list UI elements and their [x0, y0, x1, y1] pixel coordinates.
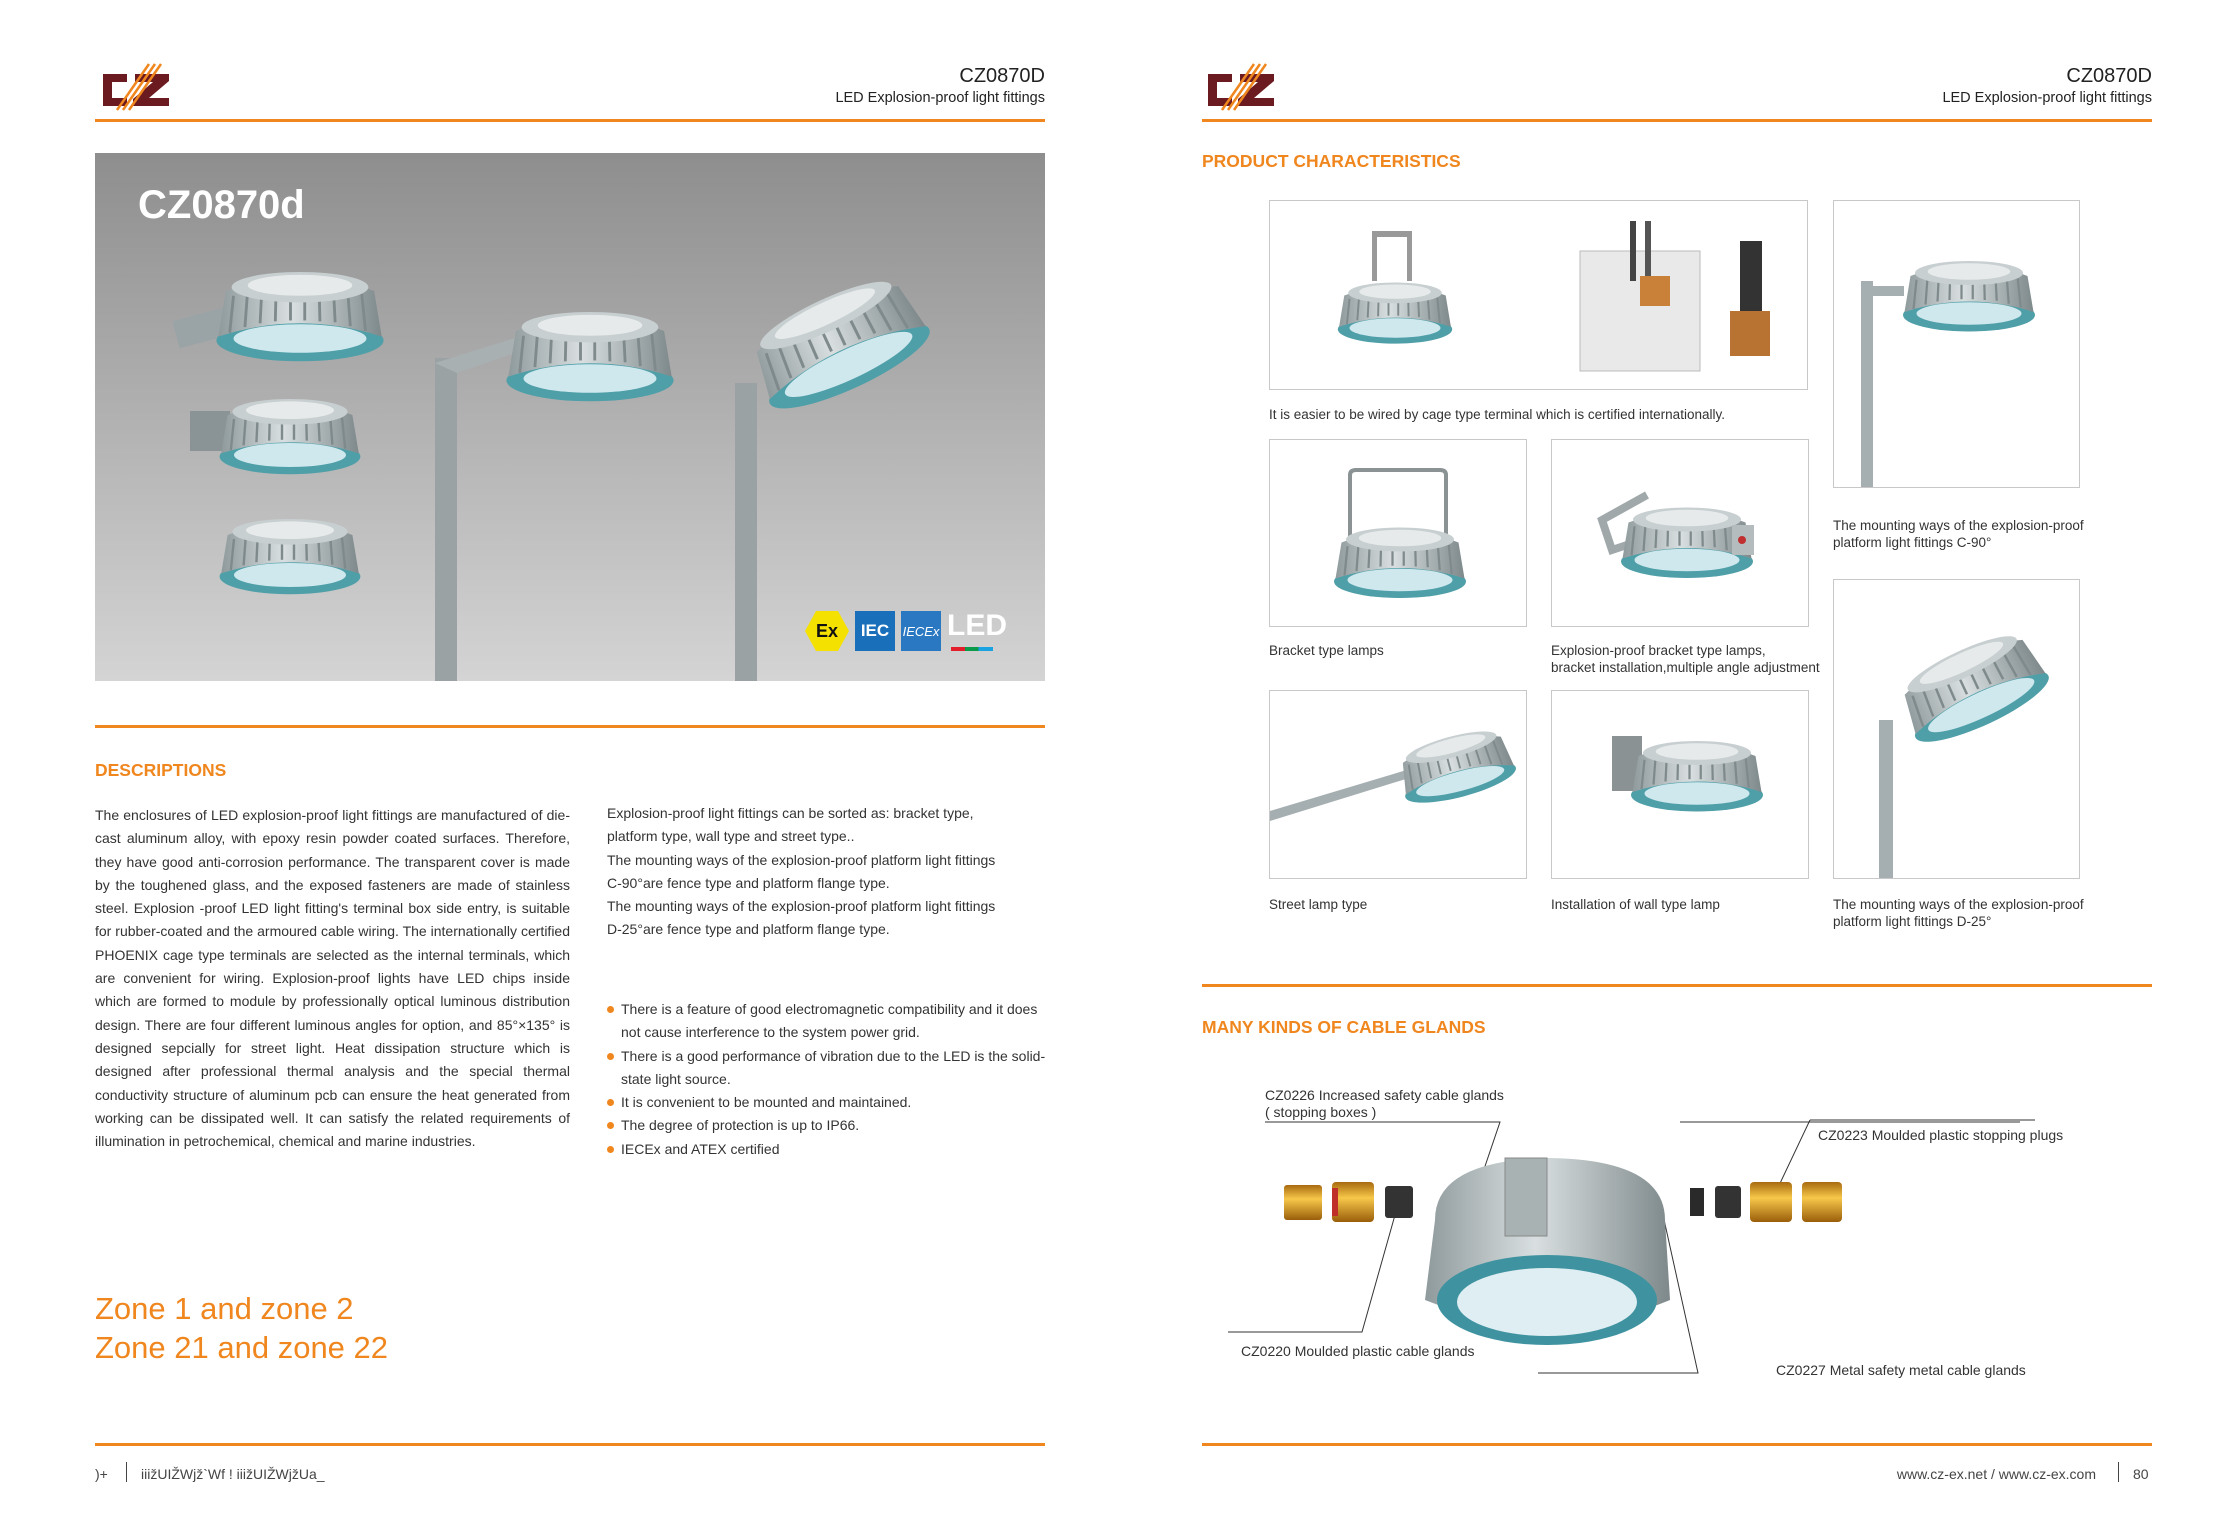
- caption-bracket-adjust: Explosion-proof bracket type lamps, brac…: [1551, 642, 1820, 676]
- list-item: There is a feature of good electromagnet…: [607, 998, 1057, 1045]
- caption-wall: Installation of wall type lamp: [1551, 897, 1720, 912]
- footer-divider: [95, 1443, 1045, 1446]
- d25-mount-image: [1833, 579, 2080, 879]
- footer-separator: [126, 1462, 127, 1482]
- bracket-lamp-image: [1269, 439, 1527, 627]
- list-item: There is a good performance of vibration…: [607, 1045, 1057, 1092]
- iecex-logo: IECEx: [901, 611, 941, 651]
- company-logo: [97, 60, 172, 112]
- label-line: CZ0226 Increased safety cable glands: [1265, 1087, 1504, 1103]
- footer-separator: [2118, 1462, 2119, 1482]
- label-cz0223: CZ0223 Moulded plastic stopping plugs: [1818, 1127, 2064, 1143]
- footer-website: iiižUIŽWjž`Wf ! iiižUIŽWjžUa_: [141, 1466, 325, 1482]
- led-logo: LED: [947, 611, 1007, 651]
- footer-website: www.cz-ex.net / www.cz-ex.com: [1896, 1466, 2096, 1482]
- text-line: platform type, wall type and street type…: [607, 828, 855, 845]
- zone-line: Zone 21 and zone 22: [95, 1330, 389, 1365]
- label-cz0226: CZ0226 Increased safety cable glands ( s…: [1265, 1087, 1504, 1121]
- caption-terminal: It is easier to be wired by cage type te…: [1269, 407, 1725, 422]
- text-line: D-25°are fence type and platform flange …: [607, 921, 890, 938]
- label-cz0220: CZ0220 Moulded plastic cable glands: [1241, 1343, 1475, 1359]
- descriptions-heading: DESCRIPTIONS: [95, 760, 227, 780]
- list-item: IECEx and ATEX certified: [607, 1138, 1057, 1161]
- header-subtitle: LED Explosion-proof light fittings: [1942, 90, 2152, 106]
- text-line: C-90°are fence type and platform flange …: [607, 874, 890, 891]
- hero-title: CZ0870d: [138, 183, 305, 227]
- cable-glands-diagram: [1228, 1119, 2035, 1374]
- caption-line: bracket installation,multiple angle adju…: [1551, 660, 1820, 675]
- label-cz0227: CZ0227 Metal safety metal cable glands: [1776, 1362, 2026, 1378]
- header-model: CZ0870D: [959, 65, 1045, 87]
- zone-text: Zone 1 and zone 2 Zone 21 and zone 22: [95, 1289, 388, 1367]
- features-list: There is a feature of good electromagnet…: [607, 998, 1057, 1161]
- footer-page-number: 80: [2133, 1466, 2149, 1482]
- header-divider: [1202, 119, 2152, 122]
- caption-line: The mounting ways of the explosion-proof: [1833, 518, 2084, 533]
- product-lamps-illustration: [172, 262, 941, 681]
- characteristics-heading: PRODUCT CHARACTERISTICS: [1202, 151, 1461, 171]
- c90-mount-image: [1833, 200, 2080, 488]
- footer-page-number: )+: [95, 1466, 108, 1482]
- caption-bracket: Bracket type lamps: [1269, 643, 1384, 658]
- atex-ex-logo: Ex: [805, 611, 849, 651]
- header-subtitle: LED Explosion-proof light fittings: [835, 90, 1045, 106]
- terminal-image: [1269, 200, 1808, 390]
- list-item: It is convenient to be mounted and maint…: [607, 1091, 1057, 1114]
- company-logo: [1202, 60, 1277, 112]
- cert-logos: Ex IEC IECEx LED: [805, 611, 1007, 651]
- caption-c90: The mounting ways of the explosion-proof…: [1833, 517, 2084, 551]
- label-line: ( stopping boxes ): [1265, 1104, 1377, 1120]
- header-model: CZ0870D: [2066, 65, 2152, 87]
- iec-logo: IEC: [855, 611, 895, 651]
- cable-glands-heading: MANY KINDS OF CABLE GLANDS: [1202, 1017, 1486, 1037]
- zone-line: Zone 1 and zone 2: [95, 1291, 354, 1326]
- street-lamp-image: [1269, 690, 1527, 879]
- hero-image: CZ0870d Ex IEC IECEx LED: [95, 153, 1045, 681]
- caption-line: Explosion-proof bracket type lamps,: [1551, 643, 1766, 658]
- section-divider: [1202, 984, 2152, 987]
- text-line: Explosion-proof light fittings can be so…: [607, 805, 974, 821]
- section-divider: [95, 725, 1045, 728]
- mounting-types-text: Explosion-proof light fittings can be so…: [607, 802, 1047, 942]
- caption-line: The mounting ways of the explosion-proof: [1833, 897, 2084, 912]
- caption-line: platform light fittings C-90°: [1833, 535, 1992, 550]
- caption-d25: The mounting ways of the explosion-proof…: [1833, 896, 2084, 930]
- caption-street: Street lamp type: [1269, 897, 1368, 912]
- wall-lamp-image: [1551, 690, 1809, 879]
- caption-line: platform light fittings D-25°: [1833, 914, 1992, 929]
- footer-divider: [1202, 1443, 2152, 1446]
- bracket-adjust-image: [1551, 439, 1809, 627]
- header-divider: [95, 119, 1045, 122]
- text-line: The mounting ways of the explosion-proof…: [607, 898, 996, 915]
- descriptions-paragraph: The enclosures of LED explosion-proof li…: [95, 807, 570, 1150]
- text-line: The mounting ways of the explosion-proof…: [607, 851, 996, 868]
- list-item: The degree of protection is up to IP66.: [607, 1114, 1057, 1137]
